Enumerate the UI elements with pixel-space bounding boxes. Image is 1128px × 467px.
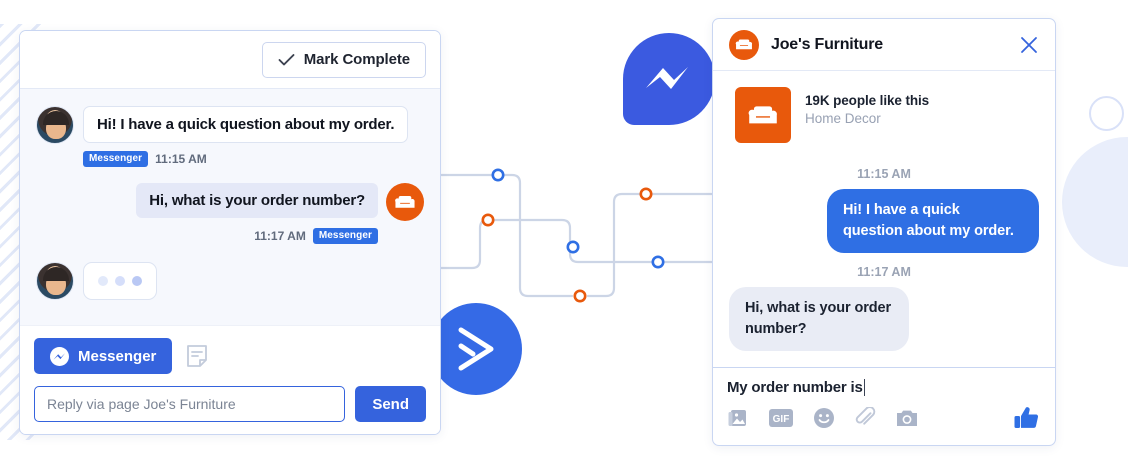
message-meta-outgoing: 11:17 AM Messenger — [36, 228, 378, 244]
message-bubble-incoming: Hi! I have a quick question about my ord… — [83, 106, 409, 143]
message-row-incoming: Hi! I have a quick question about my ord… — [36, 106, 424, 144]
connector-diagram — [420, 168, 740, 303]
composer-tab-bar: Messenger — [34, 338, 426, 374]
message-bubble-outgoing: Hi, what is your order number? — [136, 183, 378, 218]
thumbs-up-icon[interactable] — [1013, 405, 1041, 431]
messenger-widget-panel: Joe's Furniture 19K people like this Hom… — [712, 18, 1056, 446]
message-timestamp: 11:17 AM — [857, 265, 911, 280]
message-bubble-outgoing: Hi! I have a quick question about my ord… — [827, 189, 1039, 254]
text-caret — [863, 379, 866, 396]
message-row-outgoing: Hi, what is your order number? — [36, 183, 424, 221]
message-meta-incoming: Messenger 11:15 AM — [83, 151, 424, 167]
tab-messenger-label: Messenger — [78, 347, 157, 365]
message-timestamp: 11:15 AM — [857, 167, 911, 181]
tab-messenger[interactable]: Messenger — [34, 338, 173, 374]
mark-complete-button[interactable]: Mark Complete — [261, 41, 426, 78]
reply-input[interactable] — [34, 386, 346, 422]
background-circle-decoration — [1062, 137, 1128, 267]
channel-badge: Messenger — [83, 151, 149, 167]
page-thumbnail — [735, 87, 791, 143]
agent-inbox-panel: Mark Complete Hi! I have a quick questio… — [19, 30, 441, 435]
agent-panel-header: Mark Complete — [20, 31, 440, 89]
typing-indicator — [83, 262, 157, 300]
typing-dot — [132, 276, 142, 286]
joes-furniture-logo-avatar — [729, 29, 759, 60]
photo-icon[interactable] — [727, 407, 749, 429]
page-likes-count: 19K people like this — [805, 93, 930, 108]
messenger-draft-row[interactable]: My order number is — [727, 379, 1041, 396]
svg-text:GIF: GIF — [773, 414, 790, 425]
messenger-icon — [50, 346, 69, 366]
messenger-logo-badge — [623, 33, 715, 125]
typing-dot — [98, 276, 108, 286]
background-ring-decoration — [1089, 96, 1124, 131]
armchair-icon — [735, 39, 753, 50]
messenger-logo — [646, 67, 688, 89]
page-info-text: 19K people like this Home Decor — [805, 87, 929, 126]
typing-dot — [115, 276, 125, 286]
check-icon — [278, 53, 295, 65]
customer-avatar — [36, 262, 74, 300]
armchair-icon — [395, 196, 415, 208]
activecampaign-logo — [458, 327, 494, 371]
messenger-message-thread: 11:15 AM Hi! I have a quick question abo… — [713, 149, 1055, 367]
agent-message-thread: Hi! I have a quick question about my ord… — [20, 89, 440, 325]
close-icon[interactable] — [1019, 35, 1039, 55]
message-bubble-incoming: Hi, what is your order number? — [729, 287, 909, 352]
page-category: Home Decor — [805, 111, 881, 126]
agent-composer: Messenger Send — [20, 325, 440, 434]
joes-furniture-logo-avatar — [386, 183, 424, 221]
gif-icon[interactable]: GIF — [768, 408, 794, 428]
mark-complete-label: Mark Complete — [303, 51, 410, 68]
camera-icon[interactable] — [895, 408, 919, 429]
message-timestamp: 11:17 AM — [254, 229, 306, 243]
activecampaign-logo-badge — [430, 303, 522, 395]
messenger-attachment-bar: GIF — [727, 405, 1041, 431]
send-button[interactable]: Send — [355, 386, 426, 422]
messenger-panel-title: Joe's Furniture — [771, 35, 883, 53]
emoji-icon[interactable] — [813, 407, 835, 429]
messenger-panel-header: Joe's Furniture — [713, 19, 1055, 71]
paperclip-icon[interactable] — [854, 407, 876, 429]
armchair-icon — [748, 106, 777, 124]
message-timestamp: 11:15 AM — [155, 152, 207, 166]
channel-badge: Messenger — [312, 228, 378, 244]
note-icon[interactable] — [186, 344, 208, 368]
page-info-card: 19K people like this Home Decor — [713, 71, 1055, 149]
messenger-draft-text: My order number is — [727, 379, 863, 396]
messenger-composer: My order number is GIF — [713, 367, 1055, 445]
customer-avatar — [36, 106, 74, 144]
composer-input-row: Send — [34, 386, 426, 422]
typing-indicator-row — [36, 262, 424, 300]
